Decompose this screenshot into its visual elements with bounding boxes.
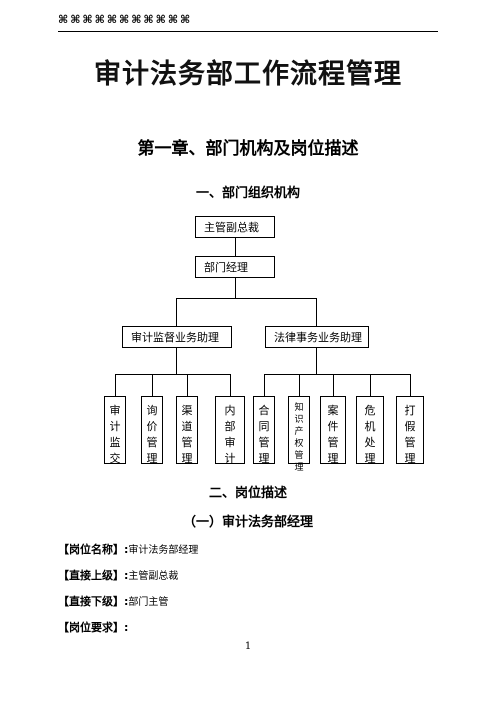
field-value: 部门主管 [128,597,169,608]
connector [187,374,188,396]
section-heading-org: 一、部门组织机构 [195,186,300,201]
field-value: 审计法务部经理 [128,545,199,556]
field-value: 主管副总裁 [128,571,179,582]
subsection-heading: （一）审计法务部经理 [182,515,313,530]
org-box-manager: 部门经理 [195,256,275,278]
connector [264,374,265,396]
connector [176,298,316,299]
connector [235,278,236,298]
field-requirements: 【岗位要求】: [58,619,128,635]
connector [115,374,231,375]
connector [230,374,231,396]
running-header: ⌘⌘⌘⌘⌘⌘⌘⌘⌘⌘⌘ [58,13,193,26]
connector [176,298,177,326]
connector [299,374,300,396]
field-direct-subordinate: 【直接下级】:部门主管 [58,593,168,609]
connector [115,374,116,396]
field-label: 【直接上级】: [58,569,129,582]
org-leaf-contract-management: 合 同 管 理 [253,396,275,465]
org-leaf-case-management: 案 件 管 理 [320,396,346,465]
org-leaf-inquiry-management: 询 价 管 理 [141,396,163,465]
connector [333,374,334,396]
field-label: 【直接下级】: [58,595,129,608]
connector [176,348,177,374]
org-leaf-channel-management: 渠 道 管 理 [176,396,198,465]
connector [152,374,153,396]
connector [235,238,236,256]
field-label: 【岗位名称】: [58,543,129,556]
chapter-heading: 第一章、部门机构及岗位描述 [137,139,359,159]
document-title: 审计法务部工作流程管理 [94,59,402,90]
org-leaf-ip-management: 知 识 产 权 管 理 [288,396,310,473]
connector [316,298,317,326]
field-label: 【岗位要求】: [58,621,129,634]
org-leaf-audit-supervision: 审 计 监 交 [104,396,126,465]
page-number: 1 [244,641,252,652]
org-box-top: 主管副总裁 [195,216,275,238]
section-heading-posts: 二、岗位描述 [208,486,287,501]
connector [410,374,411,396]
org-leaf-internal-audit: 内 部 审 计 [215,396,245,465]
field-direct-superior: 【直接上级】:主管副总裁 [58,567,178,583]
org-leaf-crisis-handling: 危 机 处 理 [356,396,384,465]
field-post-name: 【岗位名称】:审计法务部经理 [58,541,198,557]
org-box-audit-assistant: 审计监督业务助理 [122,326,232,348]
connector [316,348,317,374]
org-box-legal-assistant: 法律事务业务助理 [265,326,369,348]
header-rule [58,31,438,32]
connector [264,374,411,375]
connector [370,374,371,396]
org-leaf-anti-counterfeit: 打 假 管 理 [396,396,424,465]
